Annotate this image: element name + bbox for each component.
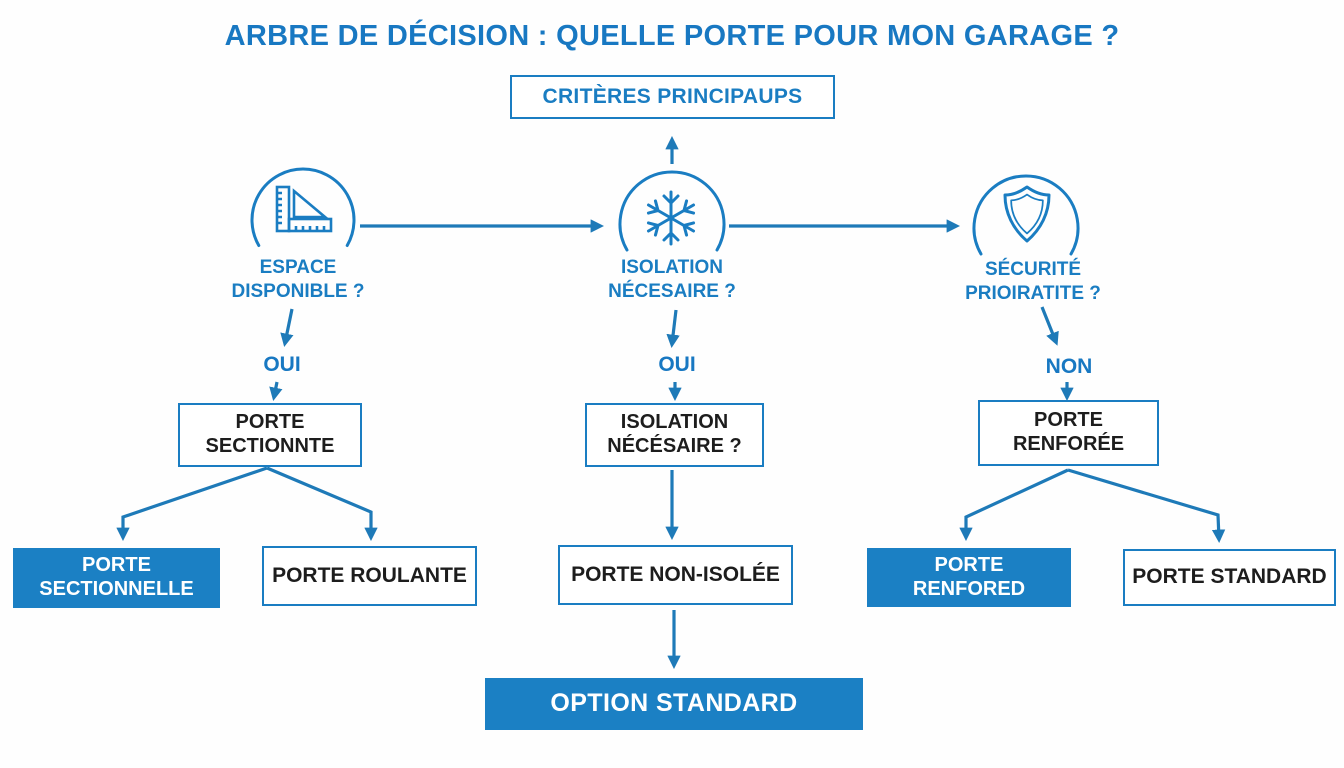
- insulation-criterion-label: ISOLATION NÉCESAIRE ?: [608, 257, 736, 302]
- answer-oui-space: OUI: [263, 353, 301, 376]
- security-criterion-label: SÉCURITÉ PRIOIRATITE ?: [965, 259, 1101, 304]
- space-criterion-circle: [250, 167, 356, 247]
- snowflake-icon: [646, 190, 696, 246]
- shield-icon: [1003, 185, 1051, 243]
- arrow-sectionnte-to-sectionnelle: [116, 466, 268, 542]
- arrow-security-label-to-non: [1040, 306, 1059, 346]
- decision-box-isolation-necessaire: ISOLATION NÉCÉSAIRE ?: [585, 403, 764, 467]
- decision-box-porte-renforee: PORTE RENFORÉE: [978, 400, 1159, 466]
- outcome-box-porte-sectionnelle: PORTE SECTIONNELLE: [13, 548, 220, 608]
- decision-box-porte-sectionnte: PORTE SECTIONNTE: [178, 403, 362, 467]
- diagram-title: ARBRE DE DÉCISION : QUELLE PORTE POUR MO…: [224, 20, 1120, 52]
- insulation-criterion-circle: [618, 170, 726, 252]
- root-criteria-box: CRITÈRES PRINCIPAUPS: [510, 75, 835, 119]
- arrow-space-label-to-oui: [280, 308, 294, 347]
- outcome-box-porte-renfored: PORTE RENFORED: [867, 548, 1071, 607]
- arrow-oui-to-porte-sectionnte: [269, 381, 283, 401]
- arrow-renforee-to-standard: [1067, 468, 1226, 544]
- security-criterion-circle: [972, 174, 1080, 256]
- outcome-box-porte-standard: PORTE STANDARD: [1123, 549, 1336, 606]
- outcome-box-porte-non-isolee: PORTE NON-ISOLÉE: [558, 545, 793, 605]
- final-box-option-standard: OPTION STANDARD: [485, 678, 863, 730]
- arrow-insulation-label-to-oui: [666, 309, 680, 349]
- ruler-triangle-icon: [275, 185, 333, 233]
- arrow-renforee-to-renfored: [959, 468, 1069, 542]
- answer-non-security: NON: [1045, 355, 1093, 378]
- space-criterion-label: ESPACE DISPONIBLE ?: [231, 257, 365, 302]
- arrow-sectionnte-to-roulante: [266, 466, 378, 542]
- outcome-box-porte-roulante: PORTE ROULANTE: [262, 546, 477, 606]
- answer-oui-insulation: OUI: [658, 353, 696, 376]
